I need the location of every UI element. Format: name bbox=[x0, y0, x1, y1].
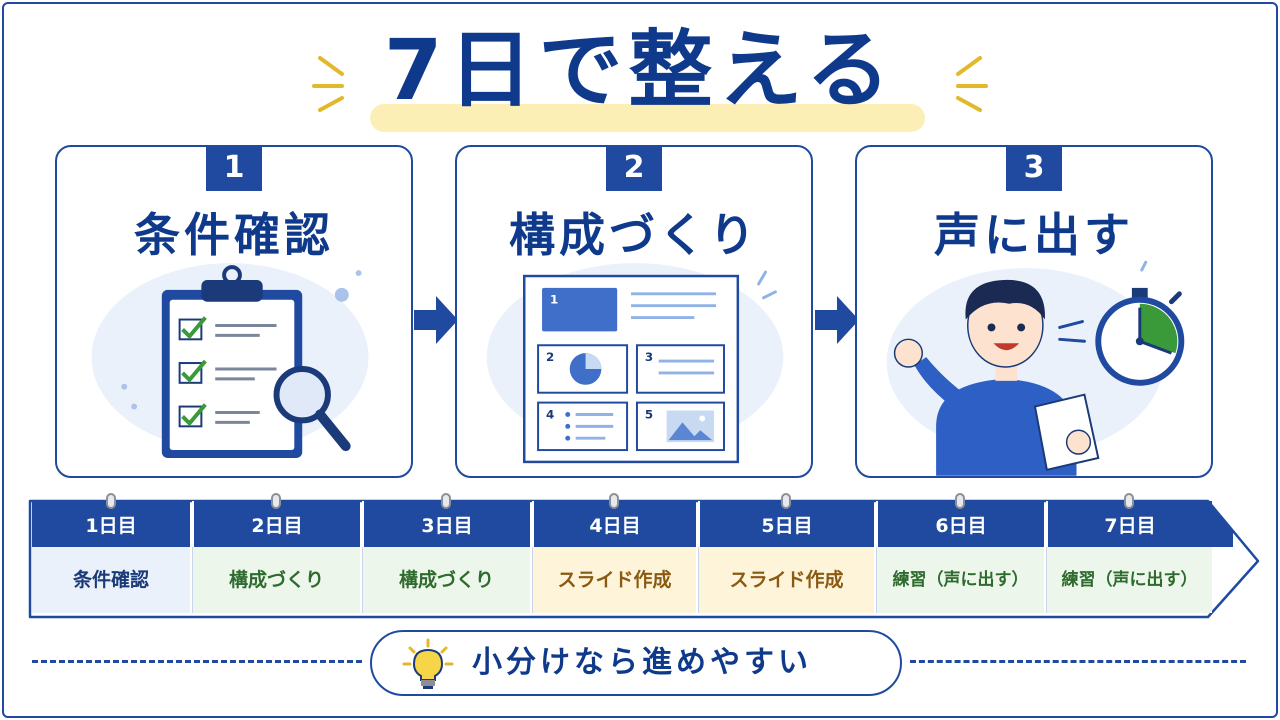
step-card-1: 1 条件確認 bbox=[55, 145, 413, 478]
page-title: 7日で整える bbox=[384, 21, 896, 119]
tip-text: 小分けなら進めやすい bbox=[472, 645, 812, 680]
day-task: 構成づくり bbox=[192, 547, 360, 613]
day-task: スライド作成 bbox=[532, 547, 696, 613]
day-column-2: 2日目構成づくり bbox=[192, 493, 360, 615]
slide-number-1: 1 bbox=[550, 293, 558, 307]
step-title: 条件確認 bbox=[134, 208, 334, 262]
day-task: 構成づくり bbox=[362, 547, 530, 613]
divider-left bbox=[32, 660, 362, 663]
binder-ring-icon bbox=[609, 493, 619, 509]
binder-ring-icon bbox=[781, 493, 791, 509]
tip-banner: 小分けなら進めやすい bbox=[370, 630, 902, 696]
image-icon bbox=[666, 410, 715, 443]
step-number: 3 bbox=[1006, 145, 1062, 191]
step-title: 声に出す bbox=[934, 208, 1134, 262]
day-column-1: 1日目条件確認 bbox=[32, 493, 190, 615]
divider-right bbox=[910, 660, 1246, 663]
day-column-5: 5日目スライド作成 bbox=[698, 493, 874, 615]
day-column-3: 3日目構成づくり bbox=[362, 493, 530, 615]
day-task: 練習（声に出す） bbox=[876, 547, 1044, 613]
step-card-3: 3 声に出す bbox=[855, 145, 1213, 478]
arrow-right-icon bbox=[815, 296, 859, 344]
binder-ring-icon bbox=[955, 493, 965, 509]
day-column-6: 6日目練習（声に出す） bbox=[876, 493, 1044, 615]
presenter-person-icon bbox=[886, 260, 1185, 476]
clipboard-checklist-icon bbox=[91, 263, 369, 458]
slide-number-5: 5 bbox=[645, 407, 653, 421]
sparkle-left-icon bbox=[312, 56, 344, 112]
binder-ring-icon bbox=[271, 493, 281, 509]
pie-chart-icon bbox=[569, 353, 602, 385]
day-column-7: 7日目練習（声に出す） bbox=[1046, 493, 1212, 615]
day-column-4: 4日目スライド作成 bbox=[532, 493, 696, 615]
magnifier-icon bbox=[273, 366, 351, 452]
arrow-right-icon bbox=[414, 296, 458, 344]
step-card-2: 2 構成づくり 1 2 3 4 5 bbox=[455, 145, 813, 478]
binder-ring-icon bbox=[1124, 493, 1134, 509]
slide-number-2: 2 bbox=[546, 350, 554, 364]
stopwatch-icon bbox=[1095, 287, 1185, 386]
lightbulb-icon bbox=[402, 638, 454, 689]
day-task: スライド作成 bbox=[698, 547, 874, 613]
sparkle-right-icon bbox=[956, 56, 988, 112]
title-highlight bbox=[370, 104, 925, 132]
day-task: 条件確認 bbox=[32, 547, 190, 613]
binder-ring-icon bbox=[106, 493, 116, 509]
day-task: 練習（声に出す） bbox=[1046, 547, 1212, 613]
slide-number-4: 4 bbox=[546, 407, 554, 421]
binder-ring-icon bbox=[441, 493, 451, 509]
step-number: 2 bbox=[606, 145, 662, 191]
title-area: 7日で整える bbox=[0, 14, 1280, 132]
step-number: 1 bbox=[206, 145, 262, 191]
step-title: 構成づくり bbox=[509, 208, 759, 262]
slide-number-3: 3 bbox=[645, 350, 653, 364]
slide-layout-icon: 1 2 3 4 5 bbox=[486, 263, 784, 464]
